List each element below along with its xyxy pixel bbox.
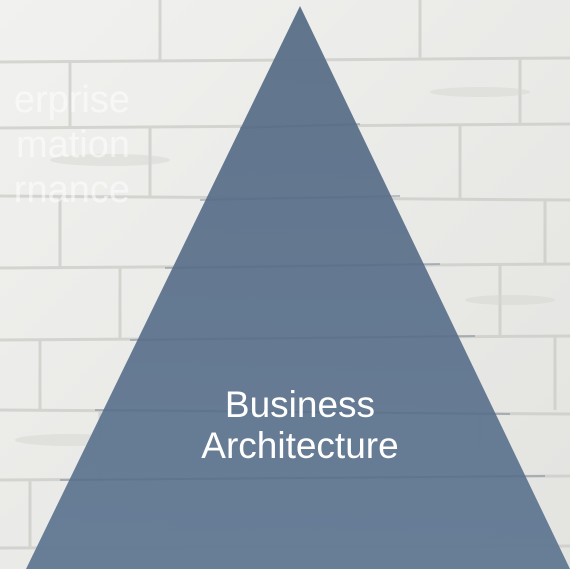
faded-text-line-2: mation: [15, 124, 130, 166]
pyramid-label: Business Architecture: [160, 384, 440, 466]
pyramid-triangle: [26, 6, 570, 569]
pyramid-label-line-1: Business: [224, 384, 376, 425]
faded-text-line-3: rnance: [13, 169, 130, 211]
background-faded-text: erprise mation rnance: [0, 78, 130, 213]
faded-text-line-1: erprise: [13, 79, 130, 121]
pyramid-label-line-2: Architecture: [201, 425, 399, 466]
